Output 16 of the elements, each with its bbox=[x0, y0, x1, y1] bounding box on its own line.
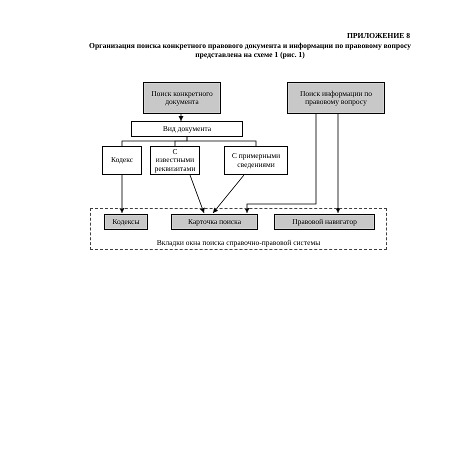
arrow bbox=[212, 174, 244, 214]
process-box bbox=[102, 146, 142, 175]
process-box bbox=[171, 214, 258, 230]
process-box bbox=[143, 82, 221, 114]
process-box bbox=[131, 121, 243, 137]
arrow bbox=[336, 114, 340, 214]
dashed-group-box bbox=[90, 208, 387, 250]
process-box bbox=[104, 214, 148, 230]
process-box bbox=[287, 82, 385, 114]
arrow bbox=[190, 174, 205, 214]
arrow bbox=[178, 114, 184, 122]
process-box bbox=[224, 146, 288, 175]
arrow bbox=[120, 174, 124, 214]
process-box bbox=[274, 214, 375, 230]
arrow bbox=[244, 114, 316, 214]
connector-line bbox=[186, 136, 256, 146]
